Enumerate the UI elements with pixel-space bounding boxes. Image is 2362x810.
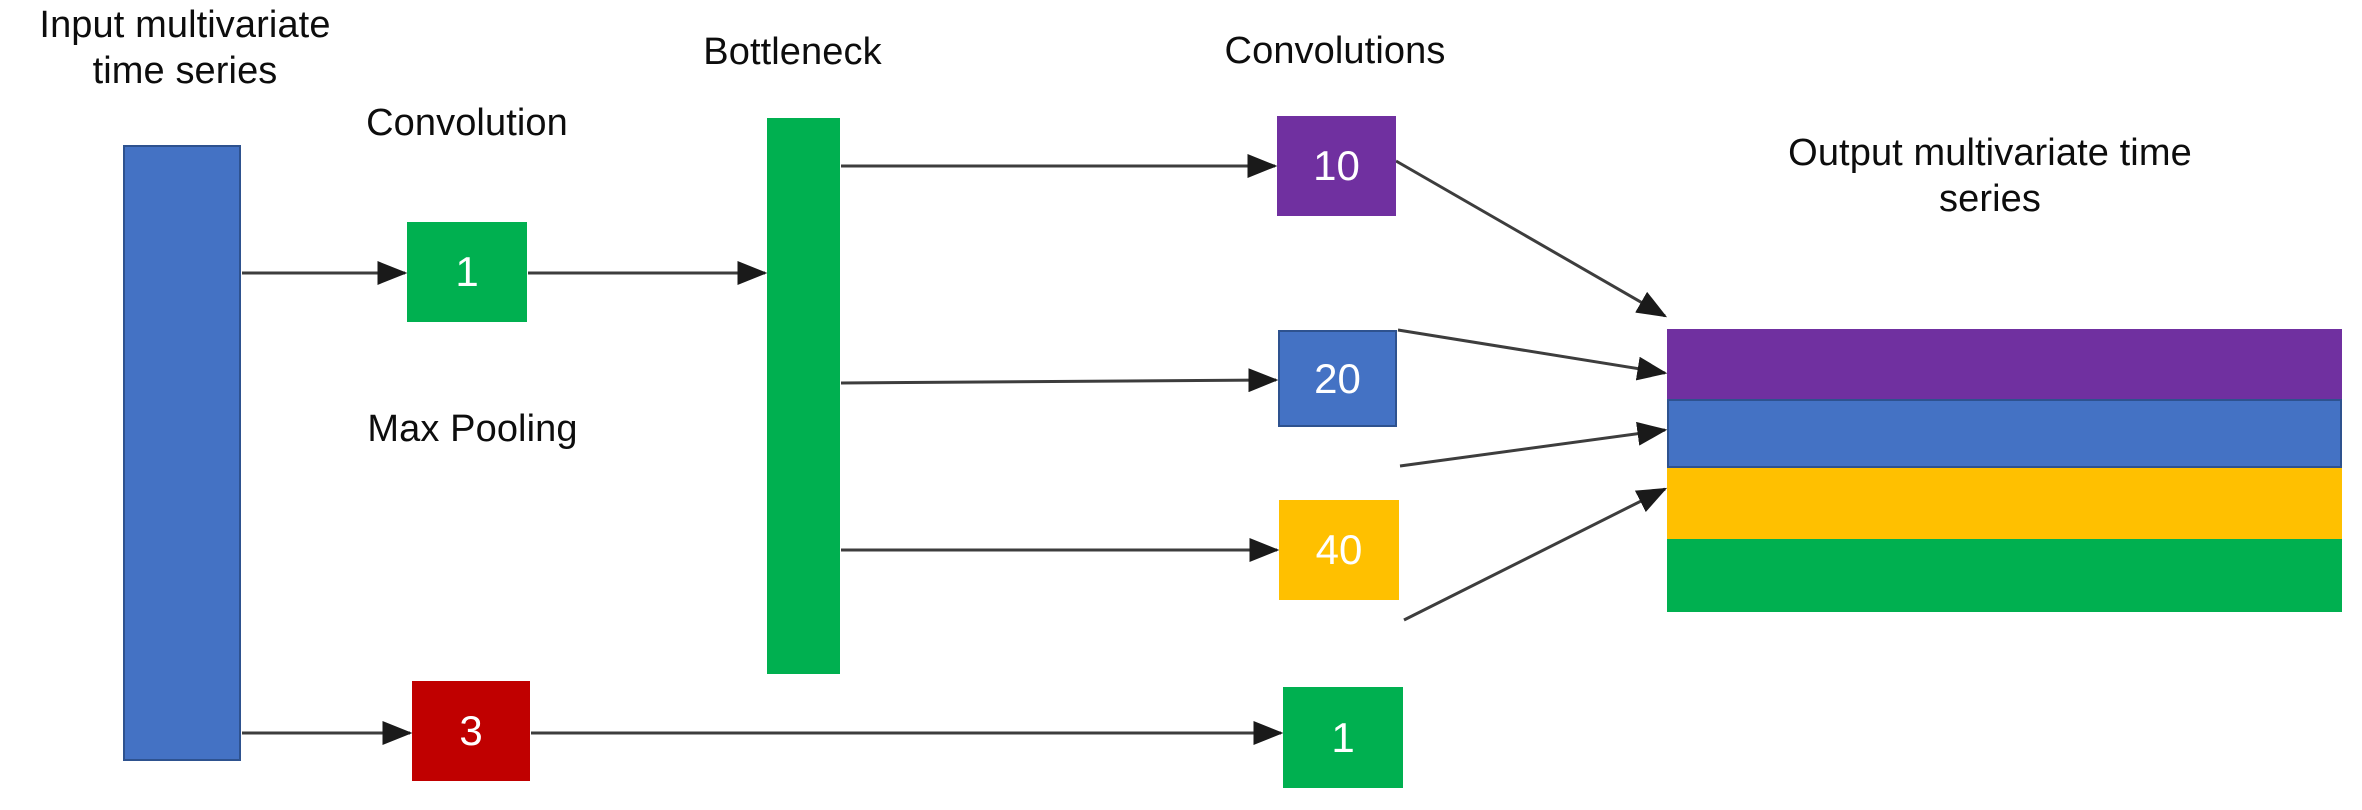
output-band-blue [1667,399,2342,468]
output-series-label: Output multivariate time series [1788,132,2192,221]
max-pooling-block[interactable]: 3 [412,681,530,781]
output-band-yellow [1667,468,2342,539]
arrow-bottleneck-to-conv20 [840,368,1279,393]
output-band-green [1667,539,2342,612]
arrow-conv40-to-output [1399,421,1668,468]
convolution-kernel-block[interactable]: 1 [407,222,527,322]
convolution-label: Convolution [366,102,568,144]
conv-block-40[interactable]: 40 [1279,500,1399,600]
conv-block-1[interactable]: 1 [1283,687,1403,788]
conv-block-20[interactable]: 20 [1278,330,1397,427]
bottleneck-block[interactable] [767,118,840,674]
convolutions-label: Convolutions [1224,30,1446,72]
arrow-conv10-to-output [1395,159,1668,318]
bottleneck-label: Bottleneck [703,31,882,73]
arrow-conv1-to-output [1403,487,1668,622]
max-pooling-label: Max Pooling [367,408,578,450]
input-series-label: Input multivariate time series [39,4,331,93]
arrow-conv20-to-output [1397,328,1668,381]
input-series-block[interactable] [123,145,241,761]
output-series-stack[interactable] [1667,329,2342,612]
conv-block-10[interactable]: 10 [1277,116,1396,216]
output-band-purple [1667,329,2342,399]
